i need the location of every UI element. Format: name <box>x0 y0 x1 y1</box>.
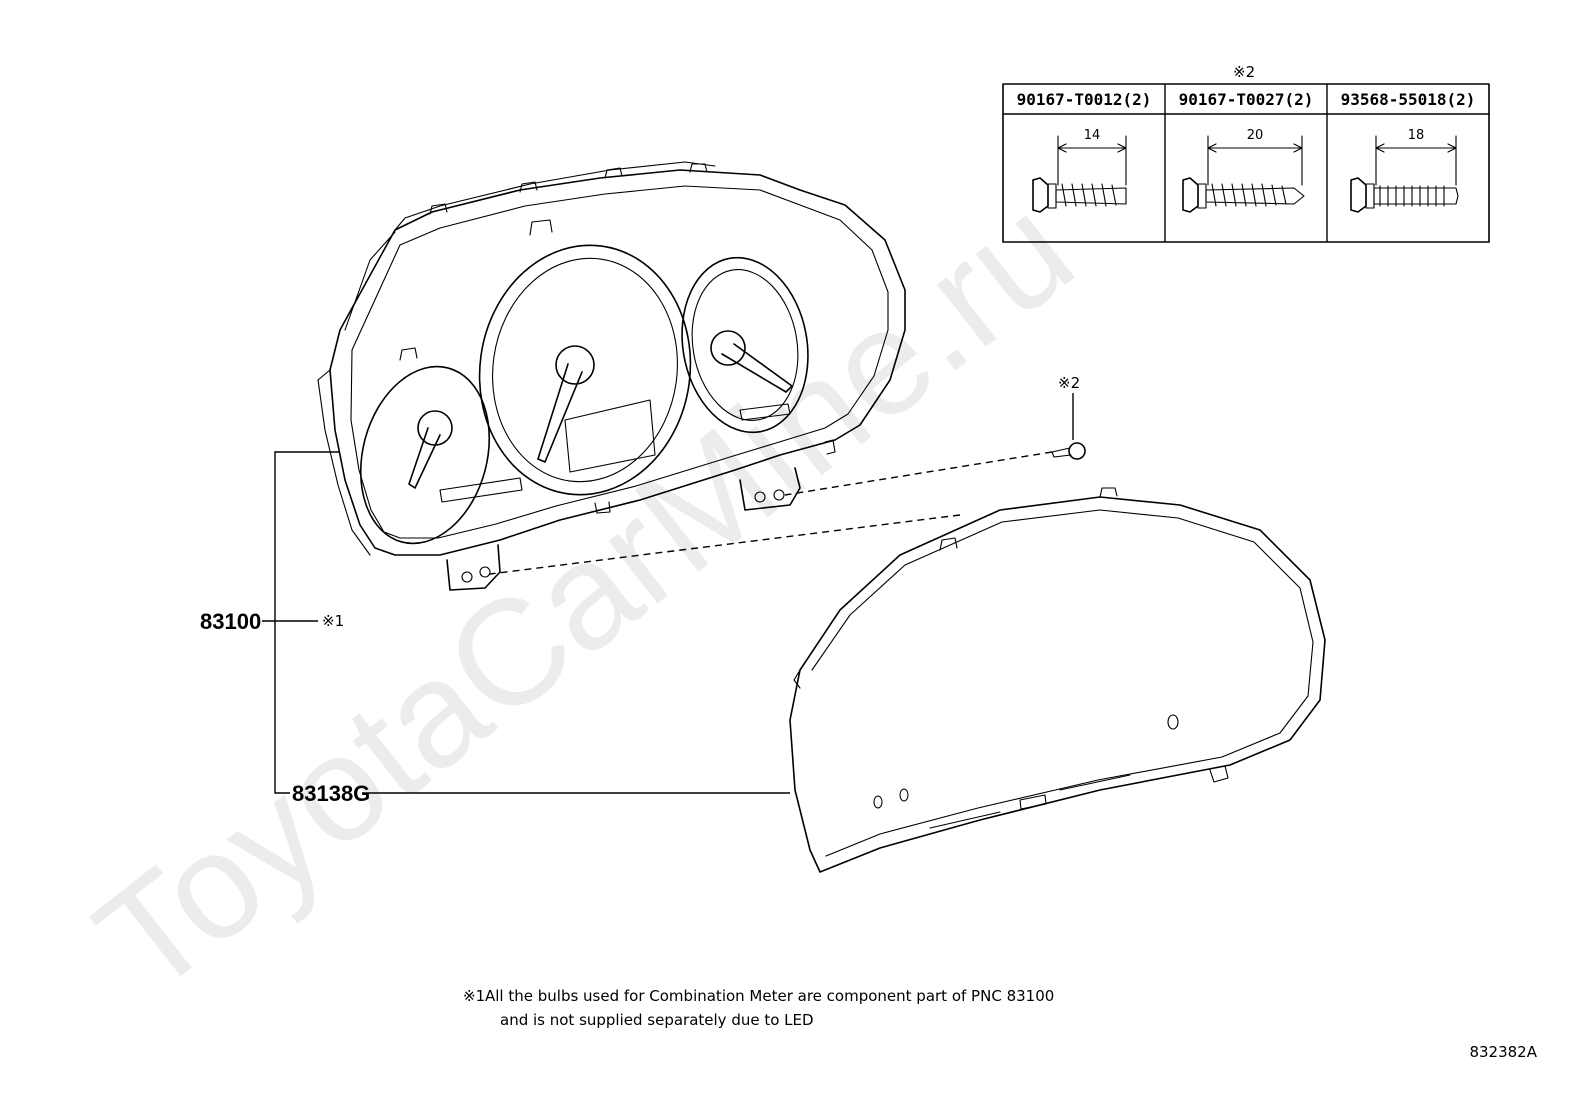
screw-2-icon <box>1182 135 1305 213</box>
combination-meter-assembly <box>317 161 906 591</box>
part-number-83100: 83100 <box>200 609 261 634</box>
screw-part-number-1: 90167-T0012(2) <box>1017 90 1152 109</box>
fastener-line-lower <box>489 514 961 575</box>
footnote-line-1: All the bulbs used for Combination Meter… <box>485 987 1054 1005</box>
part-83100-note-mark: ※1 <box>322 612 344 630</box>
screw-part-number-3: 93568-55018(2) <box>1341 90 1476 109</box>
screw-length-1: 14 <box>1084 128 1101 143</box>
footnote-line-2: and is not supplied separately due to LE… <box>500 1011 814 1029</box>
screw-callout: ※2 <box>1051 374 1086 460</box>
screw-3-icon <box>1350 135 1459 213</box>
meter-glass-part <box>789 487 1326 873</box>
illustration-code: 832382A <box>1469 1043 1537 1061</box>
screw-table: ※2 90167-T0012(2) 14 90167-T0027(2) <box>1002 63 1490 243</box>
footnote: ※1 All the bulbs used for Combination Me… <box>463 987 1054 1029</box>
screw-callout-mark: ※2 <box>1058 374 1080 392</box>
fastener-line-upper <box>784 451 1053 496</box>
part-number-83138g: 83138G <box>292 781 370 806</box>
screw-table-mark: ※2 <box>1233 63 1255 81</box>
part-leaders <box>262 451 790 794</box>
footnote-mark: ※1 <box>463 987 485 1005</box>
screw-part-number-2: 90167-T0027(2) <box>1179 90 1314 109</box>
screw-length-3: 18 <box>1408 128 1425 143</box>
watermark: ToyotaCarMine.ru <box>66 164 1102 1025</box>
screw-1-icon <box>1032 135 1127 213</box>
screw-length-2: 20 <box>1247 128 1264 143</box>
